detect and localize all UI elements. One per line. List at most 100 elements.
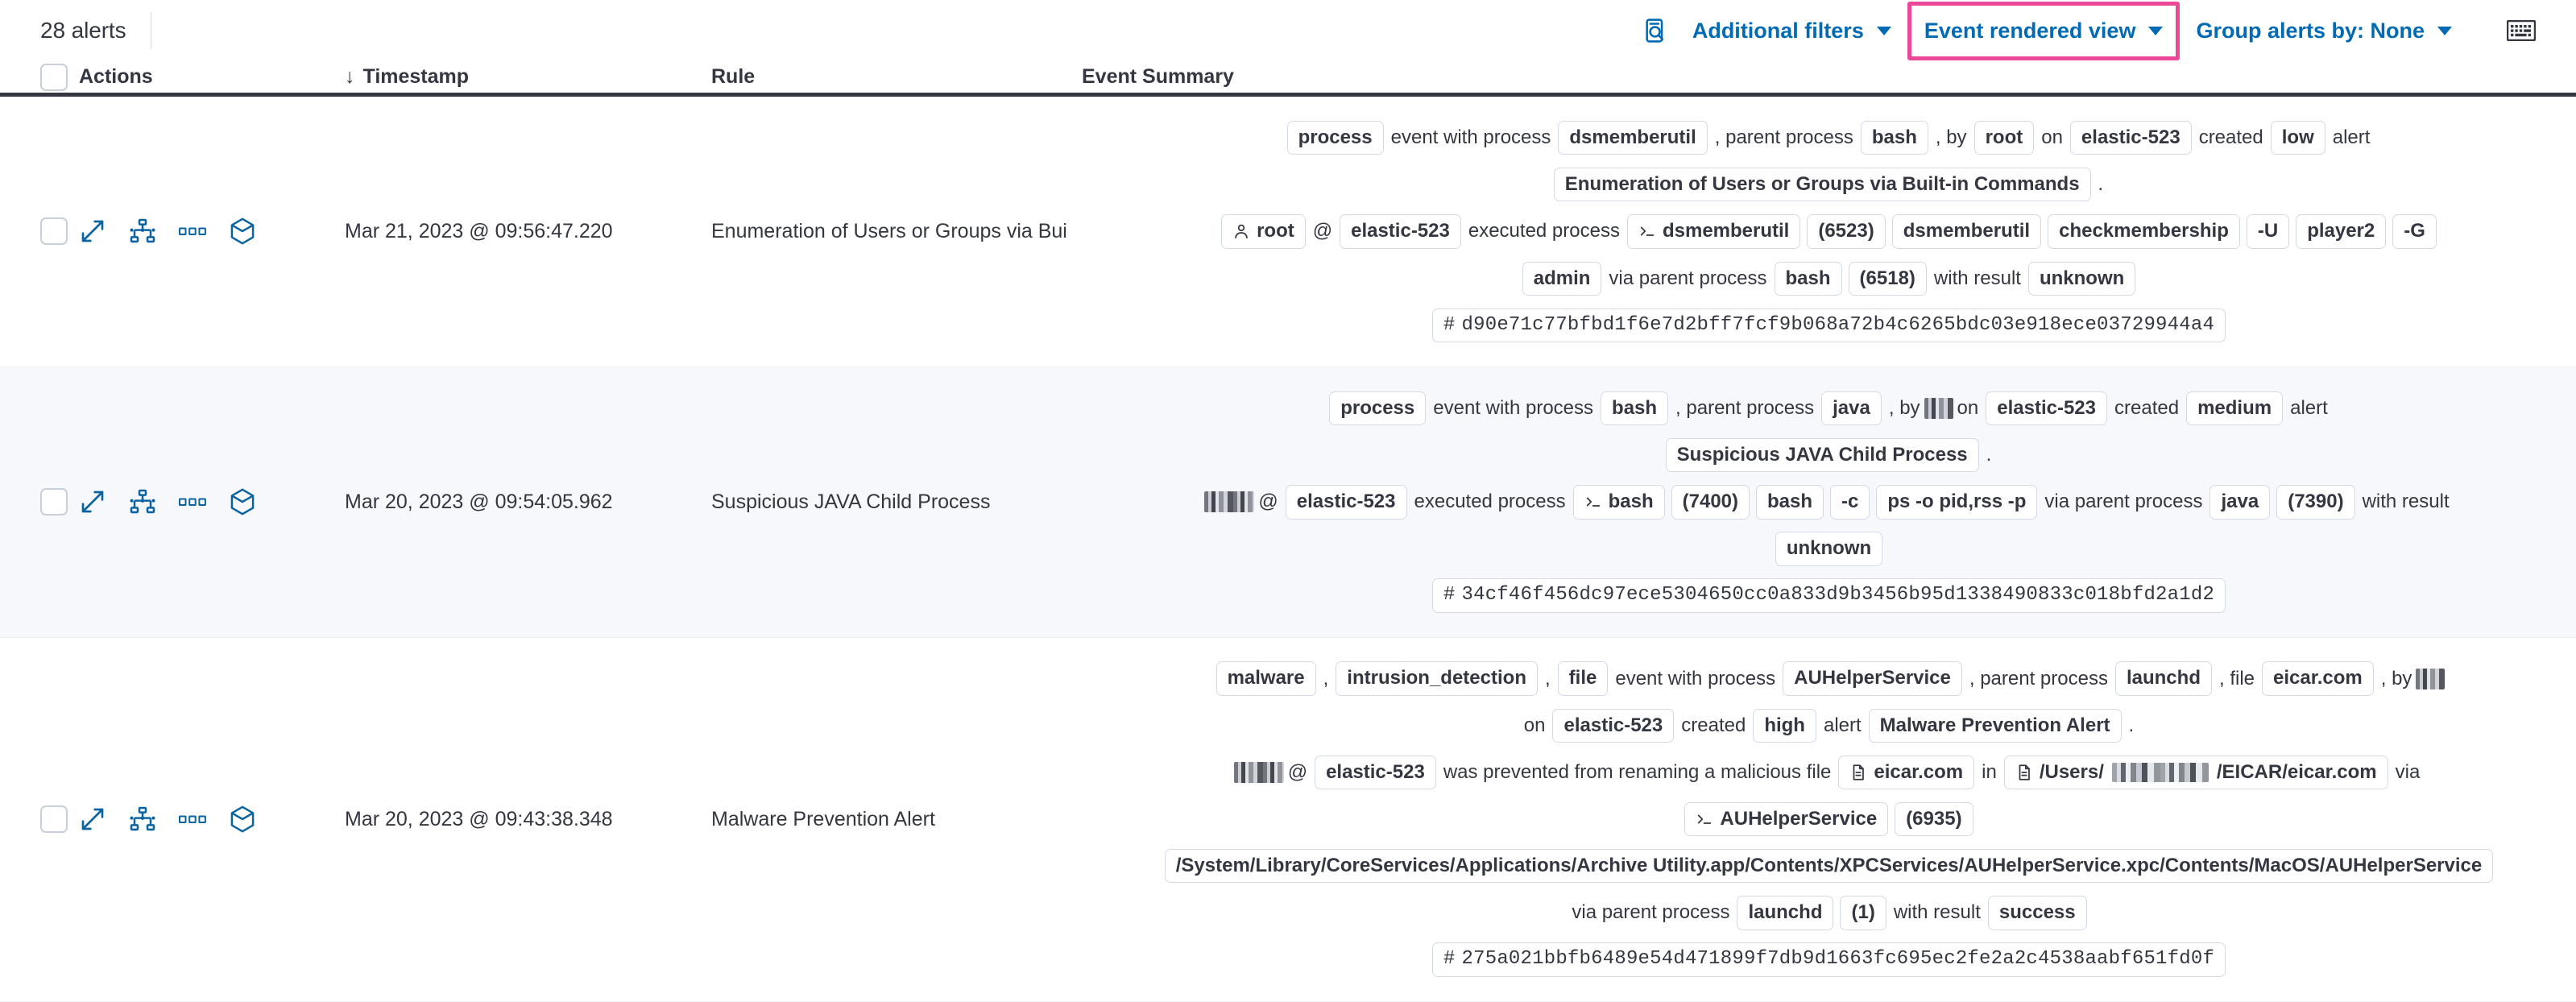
event-rendered-view-button[interactable]: Event rendered view (1920, 19, 2168, 43)
summary-value-pill[interactable]: high (1753, 708, 1816, 743)
summary-value-pill[interactable]: unknown (1775, 532, 1883, 566)
row-rule-name[interactable]: Enumeration of Users or Groups via Bui (711, 219, 1067, 242)
summary-value-pill[interactable]: AUHelperService (1783, 661, 1962, 696)
header-actions[interactable]: Actions (79, 65, 345, 89)
row-rule-name[interactable]: Malware Prevention Alert (711, 807, 935, 830)
summary-value-pill[interactable]: root (1221, 214, 1306, 249)
select-all-checkbox[interactable] (40, 63, 68, 91)
more-actions-icon[interactable] (179, 217, 206, 245)
additional-filters-button[interactable]: Additional filters (1681, 10, 1903, 52)
session-view-cube-icon[interactable] (229, 488, 256, 515)
summary-value-pill[interactable]: -c (1830, 485, 1870, 520)
event-hash-pill[interactable]: #275a021bbfb6489e54d471899f7db9d1663fc69… (1431, 942, 2226, 977)
summary-value-pill[interactable]: success (1987, 896, 2087, 930)
summary-value-pill[interactable]: elastic-523 (1340, 214, 1461, 249)
summary-value-pill[interactable]: Malware Prevention Alert (1868, 708, 2122, 743)
summary-value-pill[interactable]: (1) (1840, 896, 1886, 930)
inspect-magnifier-icon[interactable] (1631, 9, 1681, 52)
table-header-row: Actions ↓ Timestamp Rule Event Summary (0, 61, 2576, 97)
summary-value-pill[interactable]: root (1973, 120, 2035, 155)
table-row[interactable]: Mar 20, 2023 @ 09:54:05.962 Suspicious JA… (0, 366, 2576, 638)
summary-value-text: dsmemberutil (1662, 220, 1790, 242)
summary-value-pill[interactable]: launchd (1737, 896, 1834, 930)
more-actions-icon[interactable] (179, 805, 206, 833)
summary-value-pill[interactable]: intrusion_detection (1336, 661, 1538, 696)
expand-icon[interactable] (79, 217, 106, 245)
summary-value-pill[interactable]: (6935) (1895, 801, 1973, 837)
summary-value-text: (6523) (1818, 220, 1874, 242)
summary-value-pill[interactable]: ps -o pid,rss -p (1876, 485, 2038, 520)
summary-value-pill[interactable]: (7390) (2276, 485, 2355, 520)
summary-value-pill[interactable]: Suspicious JAVA Child Process (1665, 437, 1979, 473)
summary-value-pill[interactable]: elastic-523 (1552, 708, 1675, 743)
event-summary-line: /System/Library/CoreServices/Application… (1082, 843, 2576, 889)
row-select-checkbox[interactable] (40, 488, 68, 516)
console-icon (1698, 814, 1712, 825)
analyzer-icon[interactable] (129, 488, 156, 515)
summary-value-pill[interactable]: Enumeration of Users or Groups via Built… (1553, 168, 2091, 202)
row-select-checkbox[interactable] (40, 805, 68, 834)
summary-value-pill[interactable]: (6523) (1807, 214, 1886, 249)
summary-value-pill[interactable]: eicar.com (2262, 661, 2374, 696)
group-alerts-by-button[interactable]: Group alerts by: None (2185, 10, 2463, 52)
summary-value-pill[interactable]: java (2209, 485, 2271, 520)
summary-value-pill[interactable]: dsmemberutil (1626, 214, 1801, 249)
summary-value-pill[interactable]: checkmembership (2048, 214, 2240, 249)
expand-icon[interactable] (79, 805, 106, 833)
event-hash-pill[interactable]: #34cf46f456dc97ece5304650cc0a833d9b3456b… (1431, 578, 2226, 613)
header-event-summary-label: Event Summary (1082, 65, 1234, 88)
summary-value-pill[interactable]: bash (1860, 120, 1928, 155)
row-timestamp: Mar 20, 2023 @ 09:54:05.962 (345, 490, 613, 513)
row-actions-cell (79, 488, 345, 515)
summary-value-pill[interactable]: elastic-523 (1315, 755, 1436, 790)
session-view-cube-icon[interactable] (229, 217, 256, 245)
event-summary-line: #34cf46f456dc97ece5304650cc0a833d9b3456b… (1082, 573, 2576, 619)
summary-value-pill[interactable]: admin (1522, 261, 1602, 296)
more-actions-icon[interactable] (179, 488, 206, 515)
summary-value-pill[interactable]: bash (1756, 485, 1824, 520)
session-view-cube-icon[interactable] (229, 805, 256, 833)
expand-icon[interactable] (79, 488, 106, 515)
summary-value-pill[interactable]: file (1557, 661, 1609, 696)
header-actions-label: Actions (79, 65, 153, 88)
summary-value-pill[interactable]: elastic-523 (2069, 120, 2192, 155)
summary-value-pill[interactable]: elastic-523 (1986, 391, 2108, 426)
summary-value-pill[interactable]: bash (1601, 391, 1669, 426)
summary-value-pill[interactable]: bash (1572, 485, 1665, 520)
summary-value-pill[interactable]: eicar.com (1838, 755, 1975, 790)
file-path-pill[interactable]: /Users//EICAR/eicar.com (2003, 755, 2388, 790)
summary-value-pill[interactable]: -G (2392, 214, 2437, 249)
summary-value-pill[interactable]: malware (1216, 661, 1316, 696)
summary-value-pill[interactable]: java (1821, 391, 1882, 426)
analyzer-icon[interactable] (129, 805, 156, 833)
summary-value-pill[interactable]: -U (2246, 214, 2290, 249)
event-hash-pill[interactable]: #d90e71c77bfbd1f6e7d2bff7fcf9b068a72b4c6… (1431, 308, 2226, 342)
summary-value-pill[interactable]: process (1286, 120, 1384, 155)
keyboard-icon[interactable] (2495, 12, 2547, 49)
summary-value-pill[interactable]: AUHelperService (1684, 801, 1889, 837)
header-event-summary[interactable]: Event Summary (1082, 65, 2576, 89)
summary-value-pill[interactable]: /System/Library/CoreServices/Application… (1164, 848, 2494, 884)
row-select-checkbox[interactable] (40, 217, 68, 246)
summary-value-pill[interactable]: (7400) (1671, 485, 1750, 520)
header-rule[interactable]: Rule (711, 65, 1082, 89)
row-rule-name[interactable]: Suspicious JAVA Child Process (711, 490, 991, 513)
header-timestamp[interactable]: ↓ Timestamp (345, 65, 711, 89)
summary-value-pill[interactable]: process (1329, 391, 1427, 426)
summary-value-pill[interactable]: low (2270, 120, 2325, 155)
summary-value-pill[interactable]: unknown (2027, 261, 2136, 296)
analyzer-icon[interactable] (129, 217, 156, 245)
summary-value-pill[interactable]: medium (2186, 391, 2284, 426)
row-select-cell (40, 805, 79, 834)
summary-value-pill[interactable]: bash (1774, 261, 1842, 296)
summary-value-pill[interactable]: player2 (2296, 214, 2387, 249)
summary-value-pill[interactable]: elastic-523 (1285, 485, 1407, 520)
additional-filters-label: Additional filters (1692, 18, 1864, 43)
summary-value-pill[interactable]: dsmemberutil (1558, 120, 1708, 155)
summary-value-pill[interactable]: dsmemberutil (1891, 214, 2042, 249)
summary-value-pill[interactable]: (6518) (1848, 261, 1927, 296)
summary-value-pill[interactable]: launchd (2114, 661, 2212, 696)
